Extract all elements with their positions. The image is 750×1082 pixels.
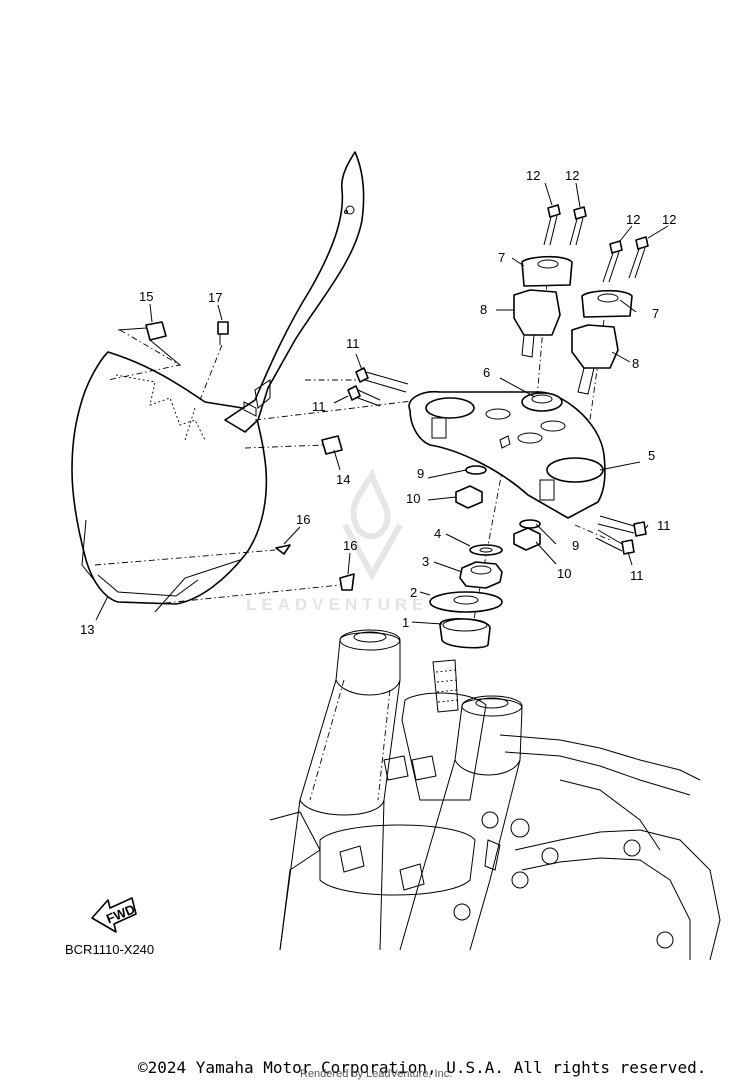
callout-12-d: 12: [662, 212, 676, 227]
callout-7-right: 7: [652, 306, 659, 321]
callout-15: 15: [139, 289, 153, 304]
callout-16-upper: 16: [296, 512, 310, 527]
leader-lines: [95, 182, 669, 625]
callout-17: 17: [208, 290, 222, 305]
fork-assembly: [269, 629, 721, 961]
callout-10-right: 10: [557, 566, 571, 581]
callout-11-middle: 11: [312, 399, 326, 414]
callout-12-a: 12: [526, 168, 540, 183]
callout-8-left: 8: [480, 302, 487, 317]
callout-1: 1: [402, 615, 409, 630]
upper-bracket: [408, 390, 606, 519]
callout-12-b: 12: [565, 168, 579, 183]
callout-2: 2: [410, 585, 417, 600]
clips-and-screw: [117, 321, 355, 591]
diagram-code: BCR1110-X240: [65, 942, 155, 957]
watermark-text: LEADVENTURE: [246, 595, 429, 614]
forward-arrow: FWD: [91, 897, 137, 933]
callout-6: 6: [483, 365, 490, 380]
callout-8-right: 8: [632, 356, 639, 371]
callout-11-lower: 11: [630, 568, 644, 583]
callout-16-lower: 16: [343, 538, 357, 553]
pinch-bolts: [347, 367, 647, 555]
callout-9-right: 9: [572, 538, 579, 553]
handlebar-holders: [513, 204, 649, 395]
callout-11-right: 11: [657, 518, 671, 533]
callout-7-left: 7: [498, 250, 505, 265]
callout-12-c: 12: [626, 212, 640, 227]
callout-13: 13: [80, 622, 94, 637]
callout-9-left: 9: [417, 466, 424, 481]
callout-numbers: 1 2 3 4 5 6 7 7 8 8 9 9 10 10 11 11 11 1…: [80, 168, 676, 637]
watermark-logo: [342, 467, 403, 582]
callout-5: 5: [648, 448, 655, 463]
callout-11-upper: 11: [346, 336, 360, 351]
callout-4: 4: [434, 526, 441, 541]
stem-hardware: [429, 465, 541, 649]
rendered-by-notice: Rendered by LeadVenture, Inc.: [300, 1068, 453, 1080]
number-plate: [71, 151, 365, 613]
callout-3: 3: [422, 554, 429, 569]
callout-10-left: 10: [406, 491, 420, 506]
callout-14: 14: [336, 472, 350, 487]
copyright-notice: ©2024 Yamaha Motor Corporation, U.S.A. A…: [138, 1058, 707, 1077]
